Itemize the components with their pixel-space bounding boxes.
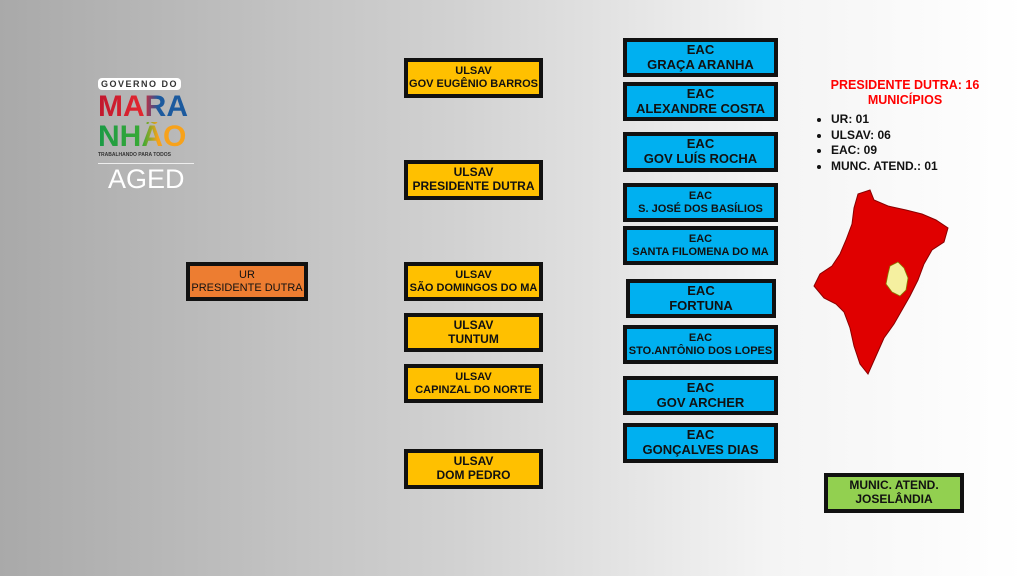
- summary-item: MUNC. ATEND.: 01: [831, 159, 995, 175]
- ulsav-type: ULSAV: [455, 370, 492, 383]
- ulsav-type: ULSAV: [453, 165, 494, 180]
- summary-item: UR: 01: [831, 112, 995, 128]
- eac-type: EAC: [687, 282, 715, 298]
- state-shape: [813, 189, 949, 375]
- eac-name: ALEXANDRE COSTA: [635, 100, 766, 116]
- munic-type: MUNIC. ATEND.: [849, 478, 939, 493]
- eac-type: EAC: [686, 427, 715, 443]
- ulsav-name: GOV EUGÊNIO BARROS: [409, 78, 538, 90]
- aged-label: AGED: [108, 164, 185, 194]
- eac-type: EAC: [686, 41, 715, 57]
- maranhao-map: [813, 189, 949, 375]
- ulsav-type: ULSAV: [453, 317, 494, 332]
- eac-name: GOV LUÍS ROCHA: [643, 151, 758, 166]
- eac-name: GRAÇA ARANHA: [647, 56, 754, 72]
- eac-type: EAC: [688, 189, 713, 202]
- eac-type: EAC: [688, 232, 713, 245]
- ulsav-type: ULSAV: [455, 65, 492, 78]
- ulsav-name: TUNTUM: [448, 331, 499, 346]
- munic-name: JOSELÂNDIA: [855, 492, 933, 506]
- eac-type: EAC: [686, 379, 715, 395]
- ur-name: PRESIDENTE DUTRA: [191, 281, 303, 294]
- summary-item: ULSAV: 06: [831, 128, 995, 144]
- eac-type: EAC: [686, 85, 715, 101]
- ulsav-name: SÃO DOMINGOS DO MA: [409, 281, 538, 294]
- eac-name: GOV ARCHER: [656, 394, 745, 410]
- eac-name: FORTUNA: [669, 297, 733, 313]
- summary-item: EAC: 09: [831, 143, 995, 159]
- eac-type: EAC: [686, 136, 715, 152]
- ulsav-name: CAPINZAL DO NORTE: [415, 383, 532, 396]
- ulsav-name: DOM PEDRO: [436, 468, 511, 482]
- summary-panel: PRESIDENTE DUTRA: 16 MUNICÍPIOS UR: 01 U…: [815, 78, 995, 174]
- eac-name: GONÇALVES DIAS: [642, 442, 759, 457]
- ulsav-type: ULSAV: [453, 454, 494, 469]
- eac-type: EAC: [688, 331, 713, 344]
- region-shape: [885, 261, 909, 297]
- eac-name: SANTA FILOMENA DO MA: [632, 245, 769, 258]
- ur-type: UR: [239, 268, 255, 281]
- ulsav-type: ULSAV: [455, 268, 492, 281]
- eac-name: STO.ANTÔNIO DOS LOPES: [628, 344, 773, 357]
- logo-line1: GOVERNO DO: [98, 78, 182, 90]
- eac-name: S. JOSÉ DOS BASÍLIOS: [638, 202, 763, 215]
- summary-title: PRESIDENTE DUTRA: 16 MUNICÍPIOS: [830, 78, 980, 107]
- logo-tagline: TRABALHANDO PARA TODOS: [98, 152, 171, 158]
- ulsav-name: PRESIDENTE DUTRA: [412, 179, 535, 193]
- logo-line3: NHÃO: [98, 122, 198, 152]
- munic-atend-box: MUNIC. ATEND.JOSELÂNDIA: [824, 473, 964, 513]
- governo-maranhao-logo: GOVERNO DO MARA NHÃO TRABALHANDO PARA TO…: [98, 74, 198, 195]
- logo-line2: MARA: [98, 92, 198, 122]
